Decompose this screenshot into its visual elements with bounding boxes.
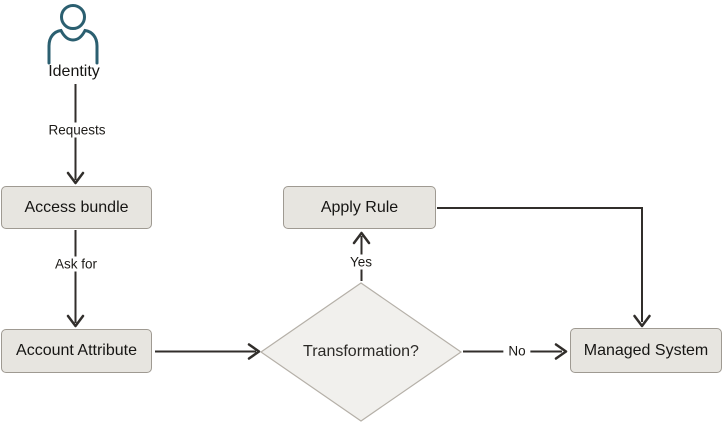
person-icon <box>47 4 99 65</box>
edge-apply-rule-to-managed-system <box>437 207 643 322</box>
node-apply-rule-label: Apply Rule <box>320 198 399 216</box>
node-identity-label: Identity <box>48 63 100 80</box>
node-account-attribute-label: Account Attribute <box>16 342 137 359</box>
node-access-bundle-label: Access bundle <box>24 198 129 216</box>
arrowhead-down-account-attribute <box>66 314 85 328</box>
node-managed-system-label: Managed System <box>583 341 709 359</box>
node-apply-rule: Apply Rule <box>283 186 436 229</box>
node-managed-system: Managed System <box>570 328 722 373</box>
arrowhead-up-apply-rule <box>352 231 371 245</box>
edge-label-ask-for: Ask for <box>49 256 103 272</box>
edge-label-no: No <box>503 343 531 359</box>
arrowhead-right-managed-system <box>554 343 568 360</box>
node-account-attribute: Account Attribute <box>1 329 152 373</box>
arrowhead-down-managed-system <box>633 314 651 328</box>
arrowhead-down-access-bundle <box>66 171 85 185</box>
arrowhead-right-transformation <box>247 343 261 360</box>
edge-label-requests: Requests <box>43 122 111 138</box>
node-transformation-label: Transformation? <box>303 343 419 360</box>
node-access-bundle: Access bundle <box>1 186 152 229</box>
edge-label-yes: Yes <box>344 254 378 270</box>
decision-diamond-shape <box>259 282 463 422</box>
